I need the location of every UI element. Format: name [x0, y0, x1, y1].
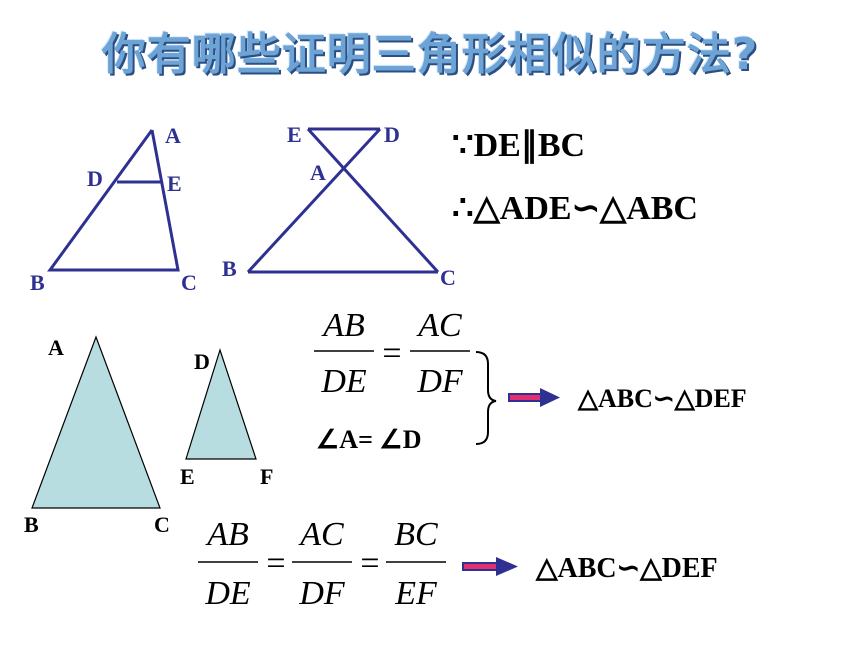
figure2-label-a: A	[310, 160, 326, 185]
method-sss: AB DE = AC DF = BC EF △ABC∽△DEF	[198, 516, 718, 612]
sss-frac2-numerator: AC	[298, 516, 344, 553]
sss-equals-1: =	[266, 545, 285, 582]
figure3-label-e: E	[180, 464, 195, 489]
figure3-label-f: F	[260, 464, 273, 489]
sss-frac2-denominator: DF	[298, 575, 346, 612]
sss-frac3-numerator: BC	[394, 516, 438, 553]
sss-arrow-icon	[462, 557, 518, 576]
figure1-triangle-ade-abc	[47, 129, 180, 272]
sas-frac2-denominator: DF	[416, 363, 464, 400]
figure3-big-triangle	[31, 335, 161, 509]
figure1-label-e: E	[167, 171, 182, 196]
sas-frac1-numerator: AB	[321, 307, 365, 344]
sas-angle-condition: ∠A= ∠D	[316, 425, 422, 454]
sss-frac1-numerator: AB	[205, 516, 249, 553]
figure2-label-c: C	[440, 265, 456, 290]
figure1-label-c: C	[181, 270, 197, 295]
figure3-label-a: A	[48, 335, 64, 360]
sss-frac3-denominator: EF	[394, 575, 438, 612]
figure3-label-c: C	[154, 512, 170, 537]
figure2-segment-ec	[306, 127, 440, 274]
figure1-label-b: B	[30, 270, 45, 295]
figure2-hourglass	[246, 127, 440, 274]
sss-result: △ABC∽△DEF	[535, 553, 718, 584]
proof-line-parallel: ∵DE∥BC	[452, 127, 585, 164]
method-sas: AB DE = AC DF ∠A= ∠D △ABC∽△DEF	[314, 307, 747, 454]
sss-frac1-denominator: DE	[204, 575, 251, 612]
figure2-segment-db	[246, 127, 382, 274]
figure1-label-d: D	[87, 166, 103, 191]
figure1-outline	[47, 129, 180, 272]
sas-frac2-numerator: AC	[416, 307, 462, 344]
sas-result: △ABC∽△DEF	[577, 384, 747, 413]
page-title: 你有哪些证明三角形相似的方法?	[101, 29, 759, 80]
sss-equals-2: =	[360, 545, 379, 582]
sas-equals: =	[382, 335, 401, 372]
figure2-label-d: D	[384, 122, 400, 147]
figure1-label-a: A	[165, 123, 181, 148]
figure3-label-d: D	[194, 349, 210, 374]
sas-arrow-icon	[508, 388, 560, 407]
figure2-label-b: B	[222, 256, 237, 281]
sas-frac1-denominator: DE	[320, 363, 367, 400]
proof-line-similar: ∴△ADE∽△ABC	[452, 190, 698, 227]
figure3-label-b: B	[24, 512, 39, 537]
figure2-label-e: E	[287, 122, 302, 147]
figure3-small-triangle	[185, 348, 257, 460]
sas-brace	[475, 351, 497, 445]
